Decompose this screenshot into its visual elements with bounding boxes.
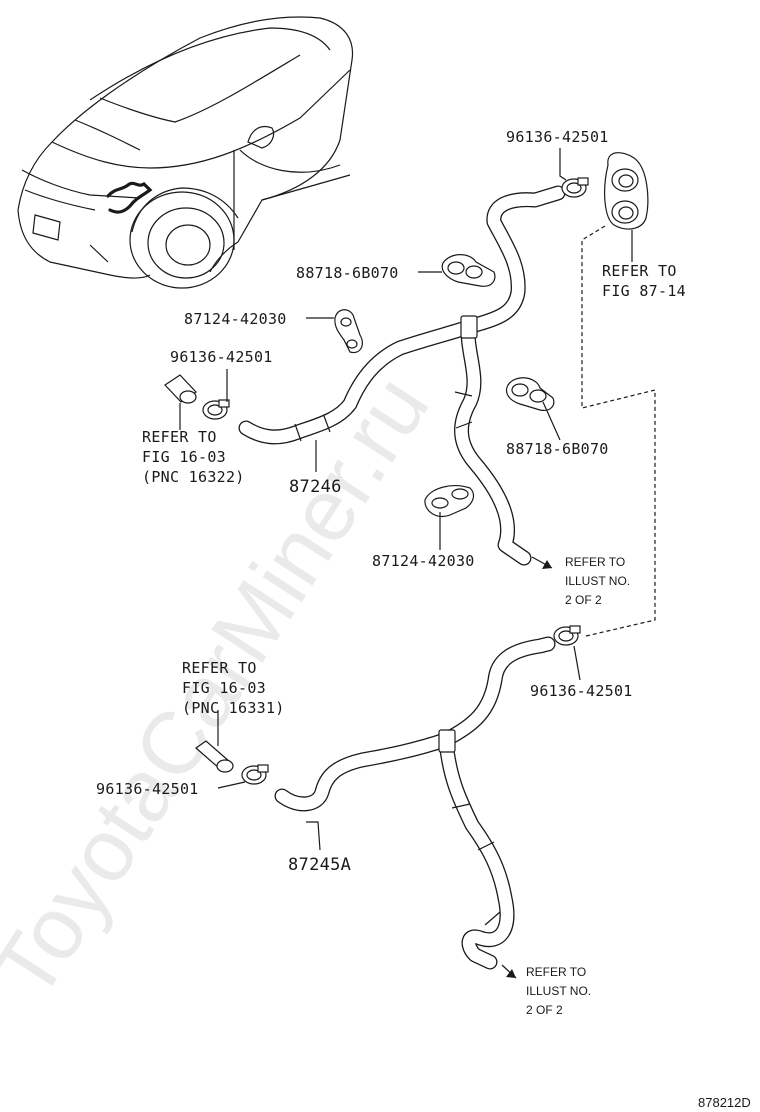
hose-clip-lower (424, 485, 475, 518)
label-hose-lower: 87245A (288, 855, 351, 875)
label-refer-fig-16-03-upper-line1: REFER TO (142, 428, 217, 446)
label-clamp-left-upper: 96136-42501 (170, 348, 273, 366)
lower-hose-assembly (274, 636, 556, 970)
label-double-clamp-upper: 88718-6B070 (296, 264, 399, 282)
label-illust-ref-lower-line2: ILLUST NO. (526, 984, 591, 998)
label-illust-ref-lower-line3: 2 OF 2 (526, 1003, 563, 1017)
label-clamp-left-lower: 96136-42501 (96, 780, 199, 798)
label-clamp-right-lower: 96136-42501 (530, 682, 633, 700)
hose-clip-upper (334, 309, 363, 354)
double-clamp-upper (441, 254, 496, 287)
hose-clamp-top-right (561, 177, 589, 198)
hose-clamp-right-lower (553, 625, 581, 646)
label-clip-upper: 87124-42030 (184, 310, 287, 328)
label-illust-ref-upper-line1: REFER TO (565, 555, 625, 569)
label-refer-fig-16-03-lower-line3: (PNC 16331) (182, 699, 285, 717)
grommet-part (604, 152, 649, 230)
label-refer-fig-87-14-line1: REFER TO (602, 262, 677, 280)
pipe-stub-upper (164, 374, 197, 404)
label-refer-fig-87-14-line2: FIG 87-14 (602, 282, 686, 300)
pipe-stub-lower (195, 740, 234, 773)
label-double-clamp-lower: 88718-6B070 (506, 440, 609, 458)
label-illust-ref-lower-line1: REFER TO (526, 965, 586, 979)
leader-lines (179, 148, 633, 851)
label-refer-fig-16-03-upper-line3: (PNC 16322) (142, 468, 245, 486)
dashed-reference-lines (581, 225, 656, 637)
hose-clamp-left-lower (241, 764, 269, 785)
label-refer-fig-16-03-lower-line2: FIG 16-03 (182, 679, 266, 697)
car-illustration (17, 16, 354, 289)
label-hose-upper: 87246 (289, 477, 342, 497)
double-clamp-lower (505, 377, 555, 411)
label-refer-fig-16-03-lower-line1: REFER TO (182, 659, 257, 677)
arrow-to-illust-upper (531, 556, 553, 569)
hose-clamp-left-upper (202, 399, 230, 420)
figure-code: 878212D (698, 1095, 751, 1110)
arrow-to-illust-lower (501, 964, 517, 979)
label-refer-fig-16-03-upper-line2: FIG 16-03 (142, 448, 226, 466)
label-clamp-top-right: 96136-42501 (506, 128, 609, 146)
label-illust-ref-upper-line2: ILLUST NO. (565, 574, 630, 588)
label-clip-lower: 87124-42030 (372, 552, 475, 570)
upper-hose-assembly (238, 185, 566, 566)
label-illust-ref-upper-line3: 2 OF 2 (565, 593, 602, 607)
